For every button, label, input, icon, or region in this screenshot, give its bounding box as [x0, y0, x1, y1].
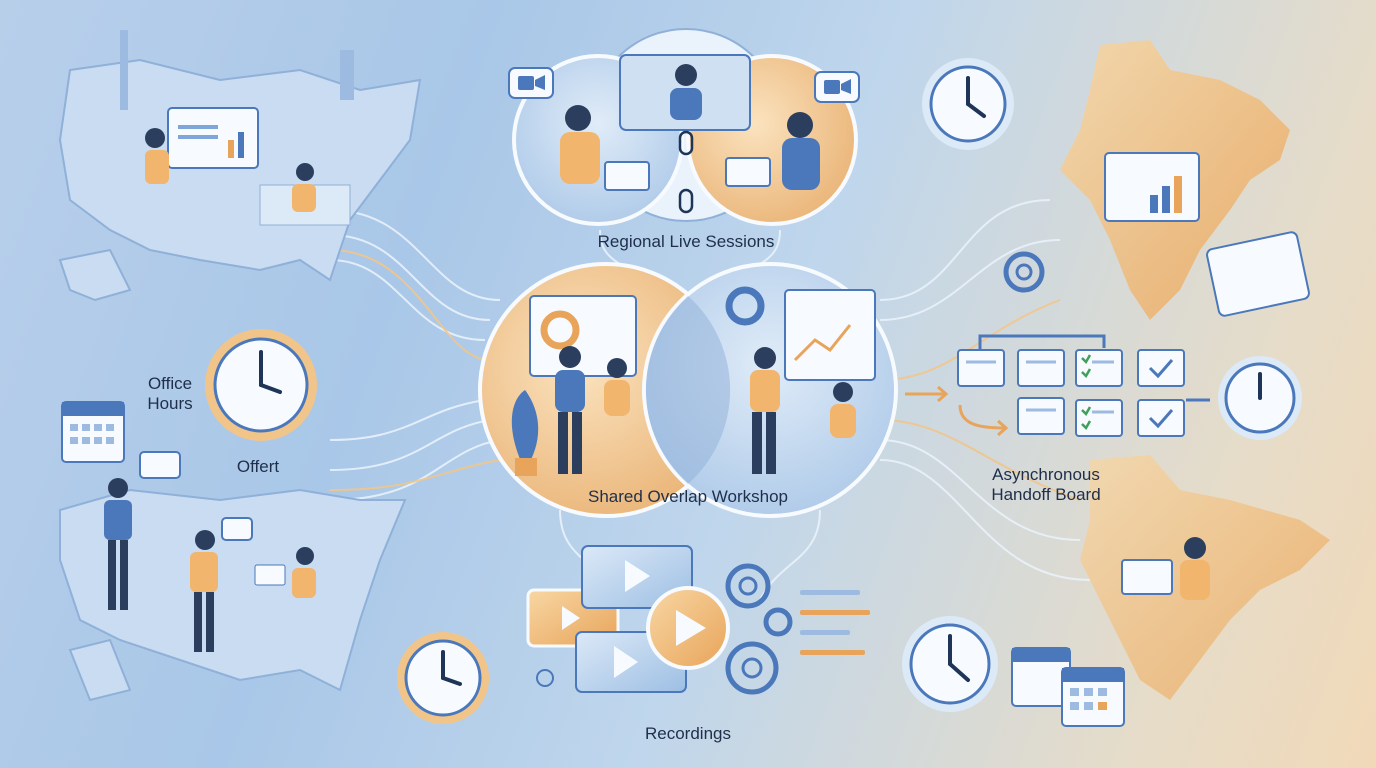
recordings-label: Recordings [645, 724, 731, 743]
usa-map-top [58, 30, 422, 302]
async-label-line1: Asynchronous [992, 465, 1100, 484]
india-map-top [1060, 40, 1310, 320]
handoff-board [905, 334, 1210, 437]
shared-overlap-workshop-graphic [478, 262, 898, 518]
recordings-graphic [526, 545, 730, 693]
india-map-bottom [1080, 455, 1330, 700]
regional-live-sessions-label: Regional Live Sessions [597, 232, 775, 251]
gear-icons [725, 251, 1045, 695]
office-hours-label-line2: Hours [147, 394, 193, 413]
office-hours-label-line1: Office [147, 374, 193, 393]
clock-icon-office-hours [205, 329, 317, 441]
calendar-icons-right [1011, 647, 1125, 727]
async-handoff-board-label: Asynchronous Handoff Board [966, 465, 1126, 505]
clock-icon-top-right [922, 58, 1014, 150]
usa-map-bottom [59, 451, 407, 702]
clock-icon-bottom-right [902, 616, 998, 712]
clock-icon-right [1218, 356, 1302, 440]
office-hours-label: Office Hours [130, 374, 210, 414]
regional-live-sessions-graphic [508, 28, 860, 226]
progress-bars [800, 590, 870, 655]
shared-overlap-workshop-label: Shared Overlap Workshop [587, 487, 788, 506]
async-label-line2: Handoff Board [991, 485, 1101, 504]
offert-label: Offert [236, 457, 280, 476]
calendar-icon-left [61, 401, 125, 463]
clock-icon-bottom-left [397, 632, 489, 724]
